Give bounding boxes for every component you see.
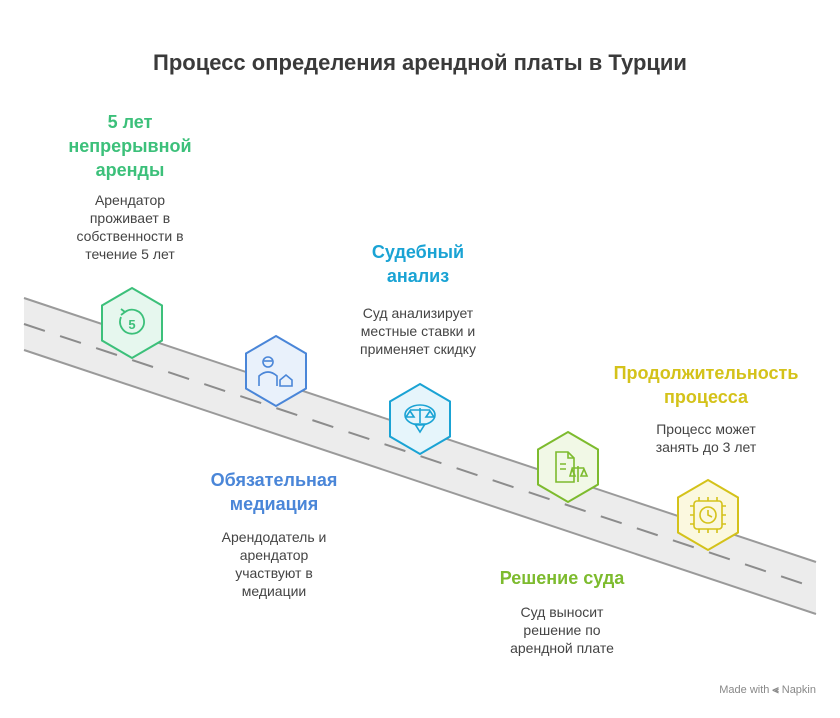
scales-icon	[404, 404, 436, 434]
road-center-line	[23, 323, 817, 589]
step-5-marker	[677, 478, 739, 552]
step-1-title: 5 лет непрерывной аренды	[68, 112, 192, 180]
document-scales-icon	[555, 451, 589, 483]
clock-chip-icon	[690, 497, 726, 533]
step-2-description: Арендодатель и арендатор участвуют в мед…	[221, 529, 327, 599]
step-3-marker	[389, 382, 451, 456]
step-2-marker	[245, 334, 307, 408]
step-1-description: Арендатор проживает в собственности в те…	[76, 192, 184, 262]
step-3-description: Суд анализирует местные ставки и применя…	[360, 305, 476, 357]
watermark-prefix: Made with	[719, 684, 770, 696]
person-house-icon	[258, 356, 293, 387]
watermark-brand: Napkin	[781, 684, 816, 696]
road-surface	[24, 298, 816, 614]
step-2-hexagon	[245, 334, 307, 408]
step-1-icon-number: 5	[128, 317, 135, 332]
step-1-marker: 5	[101, 286, 163, 360]
step-2-title: Обязательная медиация	[210, 470, 338, 514]
napkin-watermark: Made with ⪡ Napkin	[719, 684, 816, 697]
step-4-title: Решение суда	[499, 568, 625, 588]
step-5-description: Процесс может занять до 3 лет	[655, 421, 757, 455]
step-1-hexagon	[101, 286, 163, 360]
step-5-title: Продолжительность процесса	[613, 363, 799, 407]
page-title: Процесс определения арендной платы в Тур…	[153, 50, 687, 75]
timer-5-icon	[119, 308, 145, 335]
step-4-marker	[537, 430, 599, 504]
napkin-logo-icon: ⪡	[772, 684, 779, 696]
step-3-title: Судебный анализ	[371, 242, 465, 286]
step-4-description: Суд выносит решение по арендной плате	[510, 604, 614, 656]
road-edge-bottom	[23, 349, 817, 615]
step-4-hexagon	[537, 430, 599, 504]
